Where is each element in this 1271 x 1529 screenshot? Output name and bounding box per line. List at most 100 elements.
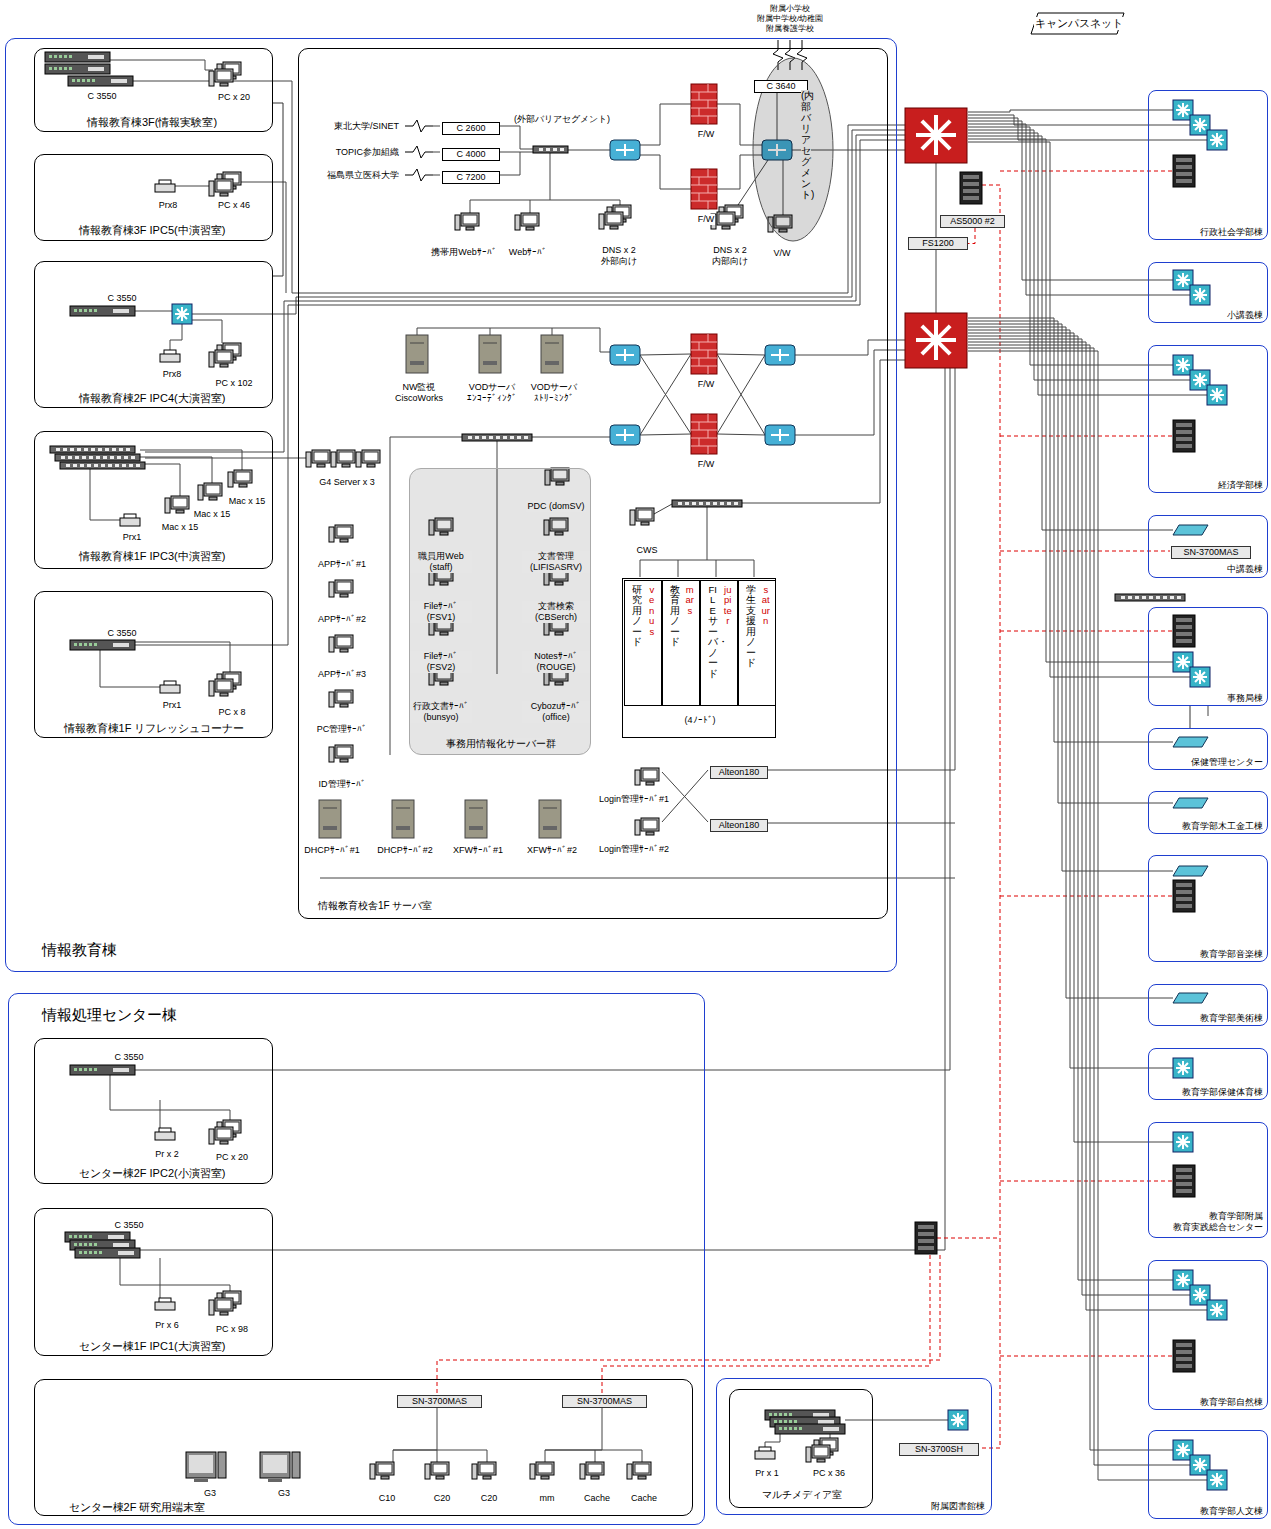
icon-part [717, 212, 735, 225]
icon-part [526, 227, 534, 230]
label-text: 経済学部棟 [1217, 480, 1264, 491]
hub-icon [55, 454, 140, 461]
icon-part [177, 309, 187, 319]
icon-part [963, 182, 979, 186]
icon-part [646, 832, 654, 835]
icon-part [672, 500, 742, 507]
node-column: FILEサーバ・ノードjupiter [700, 580, 738, 706]
label-text: 情報教育校舎1F サーバ室 [317, 900, 433, 912]
router-icon [765, 425, 795, 445]
icon-part [545, 343, 559, 344]
label-text: SN-3700SH [914, 1444, 964, 1455]
icon-part [539, 148, 543, 151]
icon-part [708, 414, 709, 422]
icon-part [1173, 880, 1195, 912]
icon-part [779, 1420, 782, 1423]
wire [678, 560, 679, 577]
icon-part [335, 525, 353, 538]
icon-part [113, 643, 129, 647]
icon-part [124, 456, 128, 459]
icon-part [1176, 1189, 1192, 1193]
icon-part [708, 366, 709, 374]
label-text: C 3550 [86, 91, 117, 102]
icon-part [335, 690, 353, 703]
switch-icon [70, 306, 135, 316]
icon-part [340, 649, 348, 652]
wire [742, 360, 905, 503]
label-text: 保健管理センター [1190, 757, 1264, 768]
icon-part [469, 808, 483, 809]
icon-part [691, 342, 717, 343]
hub-icon [672, 500, 742, 507]
icon-part [541, 1476, 549, 1479]
workstation-icon [186, 1452, 226, 1482]
icon-part [523, 215, 537, 224]
icon-part [217, 71, 231, 80]
label-text: DNS x 2 外部向け [588, 245, 650, 267]
icon-part [176, 510, 184, 513]
icon-part [1176, 1357, 1192, 1361]
icon-part [953, 1415, 963, 1425]
wire [968, 345, 1173, 1450]
core-switch-icon [905, 108, 967, 163]
icon-part [691, 446, 717, 447]
pc-group-icon [209, 62, 241, 86]
icon-part [1212, 1305, 1222, 1315]
icon-part [94, 464, 98, 467]
icon-part [155, 1302, 175, 1310]
icon-part [708, 169, 709, 177]
device-box: FS1200 [908, 237, 968, 250]
switch-icon [68, 76, 133, 86]
wire [417, 328, 610, 352]
icon-part [699, 422, 700, 430]
icon-part [963, 175, 979, 179]
icon-part [1156, 596, 1160, 599]
icon-part [74, 643, 77, 646]
wire [795, 340, 905, 355]
wire [717, 354, 765, 355]
icon-part [1195, 672, 1205, 682]
building-box: 教育学部美術棟 [1148, 984, 1268, 1026]
router-box: C 4000 [442, 148, 500, 161]
icon-part [1142, 596, 1146, 599]
icon-part [49, 67, 52, 70]
label-text: 事務用情報化サーバー群 [445, 738, 557, 750]
icon-part [1178, 1137, 1188, 1147]
icon-part [635, 820, 640, 835]
label-text: XFWｻｰﾊﾞ#2 [526, 845, 578, 856]
icon-part [755, 1451, 775, 1459]
room-box: 情報教育棟3F(情報実験室)C 3550PC x 20 [34, 48, 273, 132]
wire [135, 642, 230, 672]
icon-part [466, 227, 474, 230]
icon-part [329, 637, 334, 652]
label-text: C 7200 [455, 172, 486, 183]
pc-icon [228, 470, 252, 487]
l3-switch-icon [1190, 285, 1210, 305]
label-text: PC x 20 [217, 92, 251, 103]
rack-icon [1173, 155, 1195, 187]
label-text: 教育学部木工金工棟 [1181, 821, 1264, 832]
icon-part [209, 497, 217, 500]
icon-part [699, 177, 700, 185]
icon-part [1176, 430, 1192, 434]
pc-icon [630, 508, 654, 525]
wire [830, 1434, 831, 1438]
icon-part [489, 436, 493, 439]
label-text: 教育学部美術棟 [1199, 1013, 1264, 1024]
pc-group-icon [209, 672, 241, 696]
icon-part [70, 448, 74, 451]
wire [433, 175, 440, 176]
wire [498, 152, 520, 175]
label-text: センター棟2F IPC2(小演習室) [78, 1167, 227, 1180]
server-icon [392, 800, 414, 838]
label-text: (4ﾉｰﾄﾞ) [684, 715, 717, 726]
icon-part [88, 67, 104, 71]
icon-part [1173, 866, 1208, 876]
icon-part [536, 1462, 554, 1475]
icon-part [337, 527, 351, 536]
icon-part [405, 120, 433, 132]
icon-part [678, 502, 682, 505]
icon-part [1173, 615, 1195, 647]
wire [717, 434, 765, 435]
wire [968, 121, 1173, 280]
